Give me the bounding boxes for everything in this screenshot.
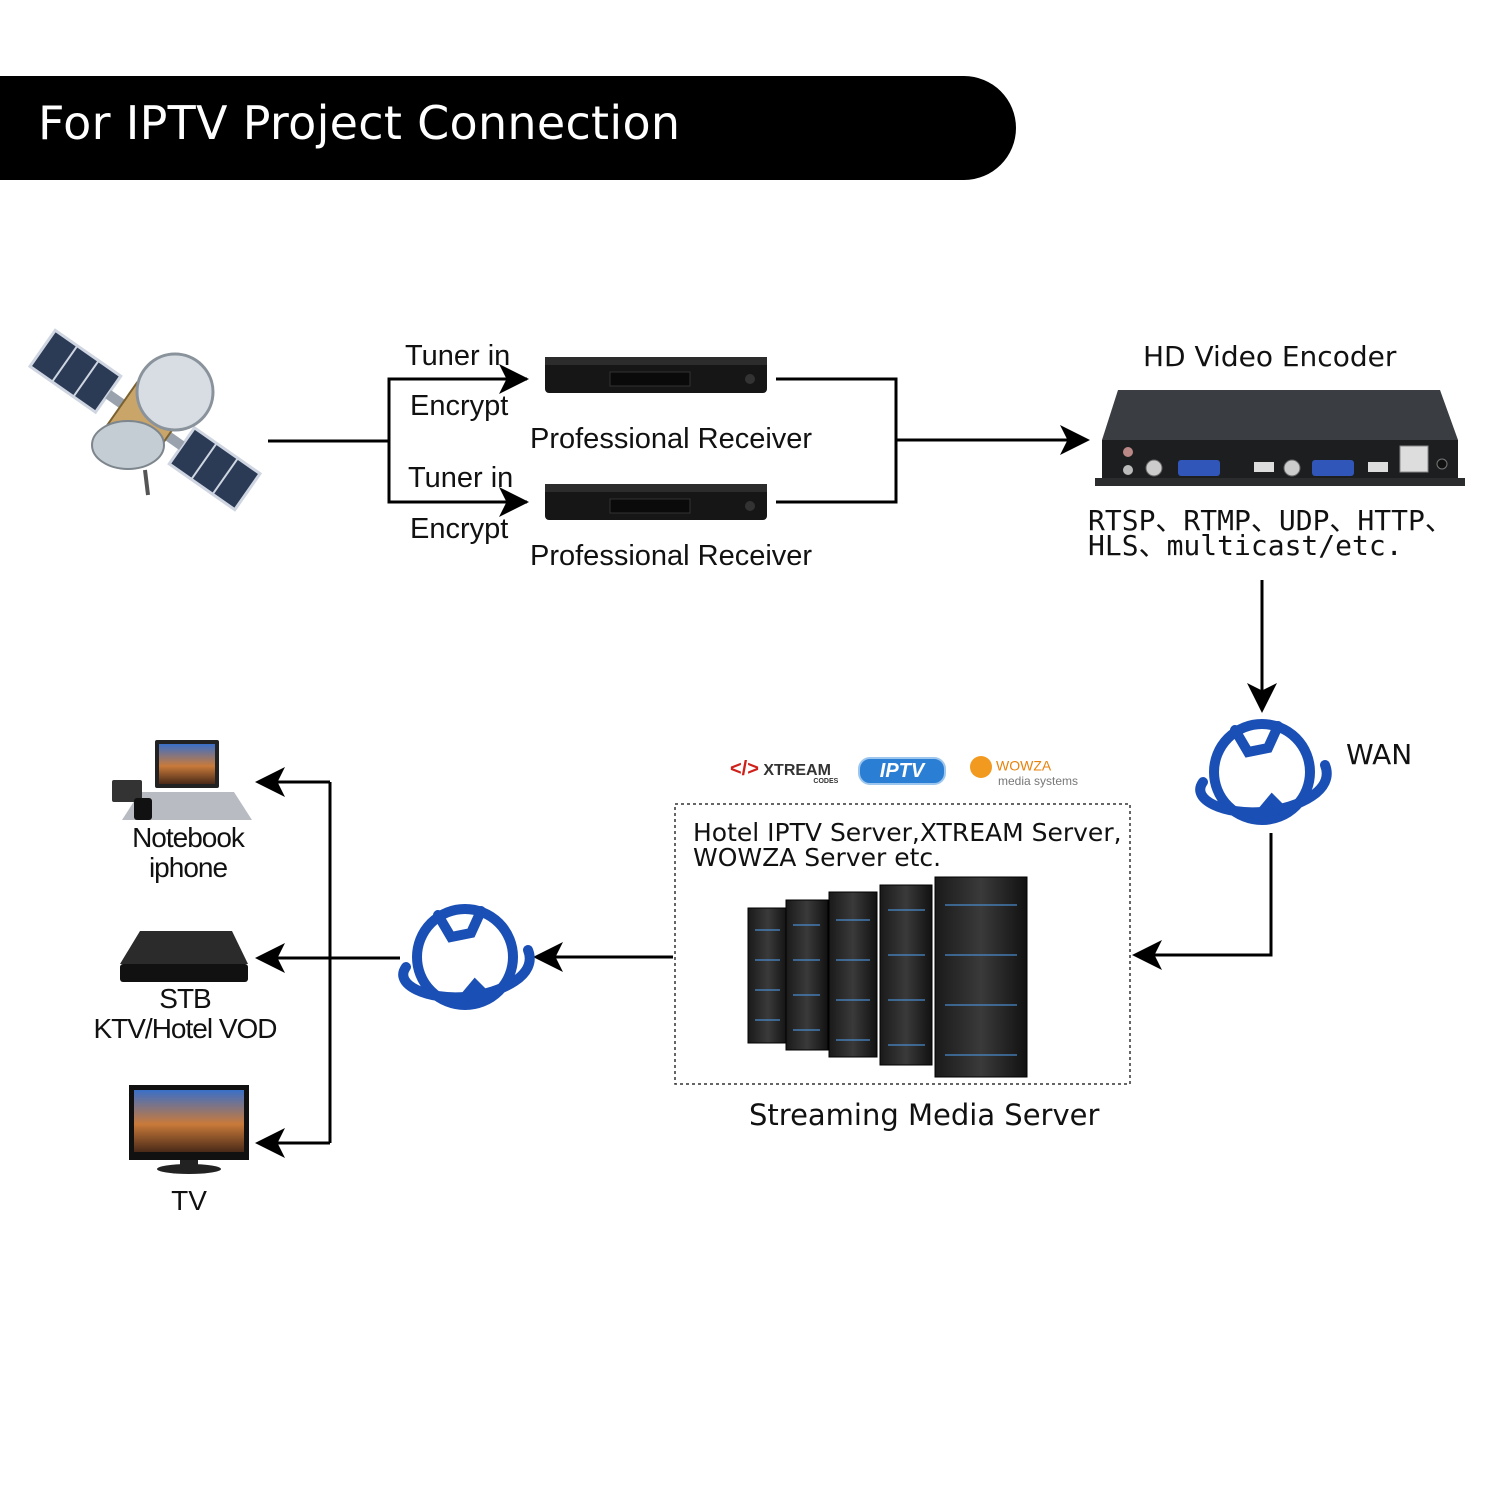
server-rack-icon [747, 876, 1028, 1078]
encrypt-label-2: Encrypt [410, 513, 509, 545]
receiver-device-icon [545, 357, 767, 393]
wowza-mark-icon [970, 756, 992, 778]
xtream-logo-text: XTREAM [763, 762, 831, 779]
server-description-line-1: Hotel IPTV Server,XTREAM Server, [693, 818, 1122, 847]
server-description-line-2: WOWZA Server etc. [693, 843, 942, 872]
server-description: Hotel IPTV Server,XTREAM Server, WOWZA S… [693, 820, 1122, 870]
tuner-label-2: Tuner in [408, 462, 514, 494]
client-label-stb: STB KTV/Hotel VOD [80, 984, 290, 1044]
xtream-logo-subtext: CODES [813, 778, 839, 785]
laptop-icon [112, 740, 252, 820]
client-label-tv: TV [171, 1185, 207, 1216]
protocol-line-2: HLS、multicast/etc. [1088, 529, 1403, 562]
client-stb-line-1: STB [159, 983, 211, 1014]
receiver-label-2: Professional Receiver [530, 540, 813, 572]
client-label-notebook: Notebook iphone [110, 823, 266, 883]
page-title: For IPTV Project Connection [38, 96, 681, 150]
server-box [674, 803, 1131, 1085]
encoder-title: HD Video Encoder [1143, 340, 1397, 373]
client-notebook-line-1: Notebook [132, 822, 245, 853]
arrow-to-server [1132, 833, 1273, 970]
tv-icon [129, 1085, 249, 1174]
encoder-device-icon [1095, 390, 1465, 486]
set-top-box-icon [120, 931, 248, 982]
title-banner [0, 76, 1016, 180]
tuner-label-1: Tuner in [405, 340, 511, 372]
server-caption: Streaming Media Server [749, 1098, 1100, 1132]
client-notebook-line-2: iphone [148, 852, 228, 883]
globe-icon [1195, 719, 1332, 825]
globe-icon [398, 904, 535, 1010]
xtream-logo: </> XTREAM CODES [730, 758, 838, 785]
receiver-label-1: Professional Receiver [530, 423, 813, 455]
protocol-line-1: RTSP、RTMP、UDP、HTTP、 [1088, 504, 1453, 537]
wowza-logo: WOWZA media systems [970, 756, 1078, 788]
wowza-logo-subtext: media systems [998, 774, 1079, 788]
satellite-icon [27, 328, 263, 512]
xtream-mark-icon: </> [730, 758, 759, 780]
connection-lines [255, 364, 1277, 1158]
iptv-logo: IPTV [858, 757, 946, 785]
client-stb-line-2: KTV/Hotel VOD [93, 1013, 277, 1044]
wowza-logo-text: WOWZA [996, 757, 1052, 774]
wan-label: WAN [1346, 738, 1413, 771]
receiver-device-icon [545, 484, 767, 520]
protocol-list: RTSP、RTMP、UDP、HTTP、 HLS、multicast/etc. [1088, 504, 1453, 562]
encrypt-label-1: Encrypt [410, 390, 509, 422]
